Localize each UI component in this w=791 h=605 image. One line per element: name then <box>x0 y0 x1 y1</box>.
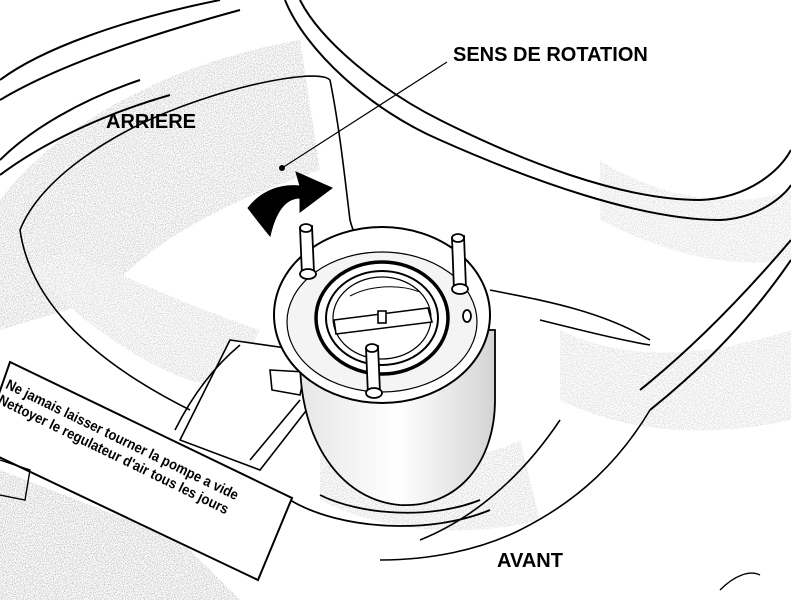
tray-outline <box>0 0 791 411</box>
mounting-studs <box>299 223 472 399</box>
warning-sticker-panel <box>0 360 294 582</box>
bowl-walls <box>19 75 651 561</box>
rear-label: ARRIERE <box>106 111 197 133</box>
front-label: AVANT <box>497 550 563 572</box>
rotation-label: SENS DE ROTATION <box>453 44 648 66</box>
rotation-leader-line <box>279 61 448 171</box>
corner-details <box>0 459 761 591</box>
impeller-blade <box>333 286 434 335</box>
curved-arrow-icon <box>247 171 333 238</box>
